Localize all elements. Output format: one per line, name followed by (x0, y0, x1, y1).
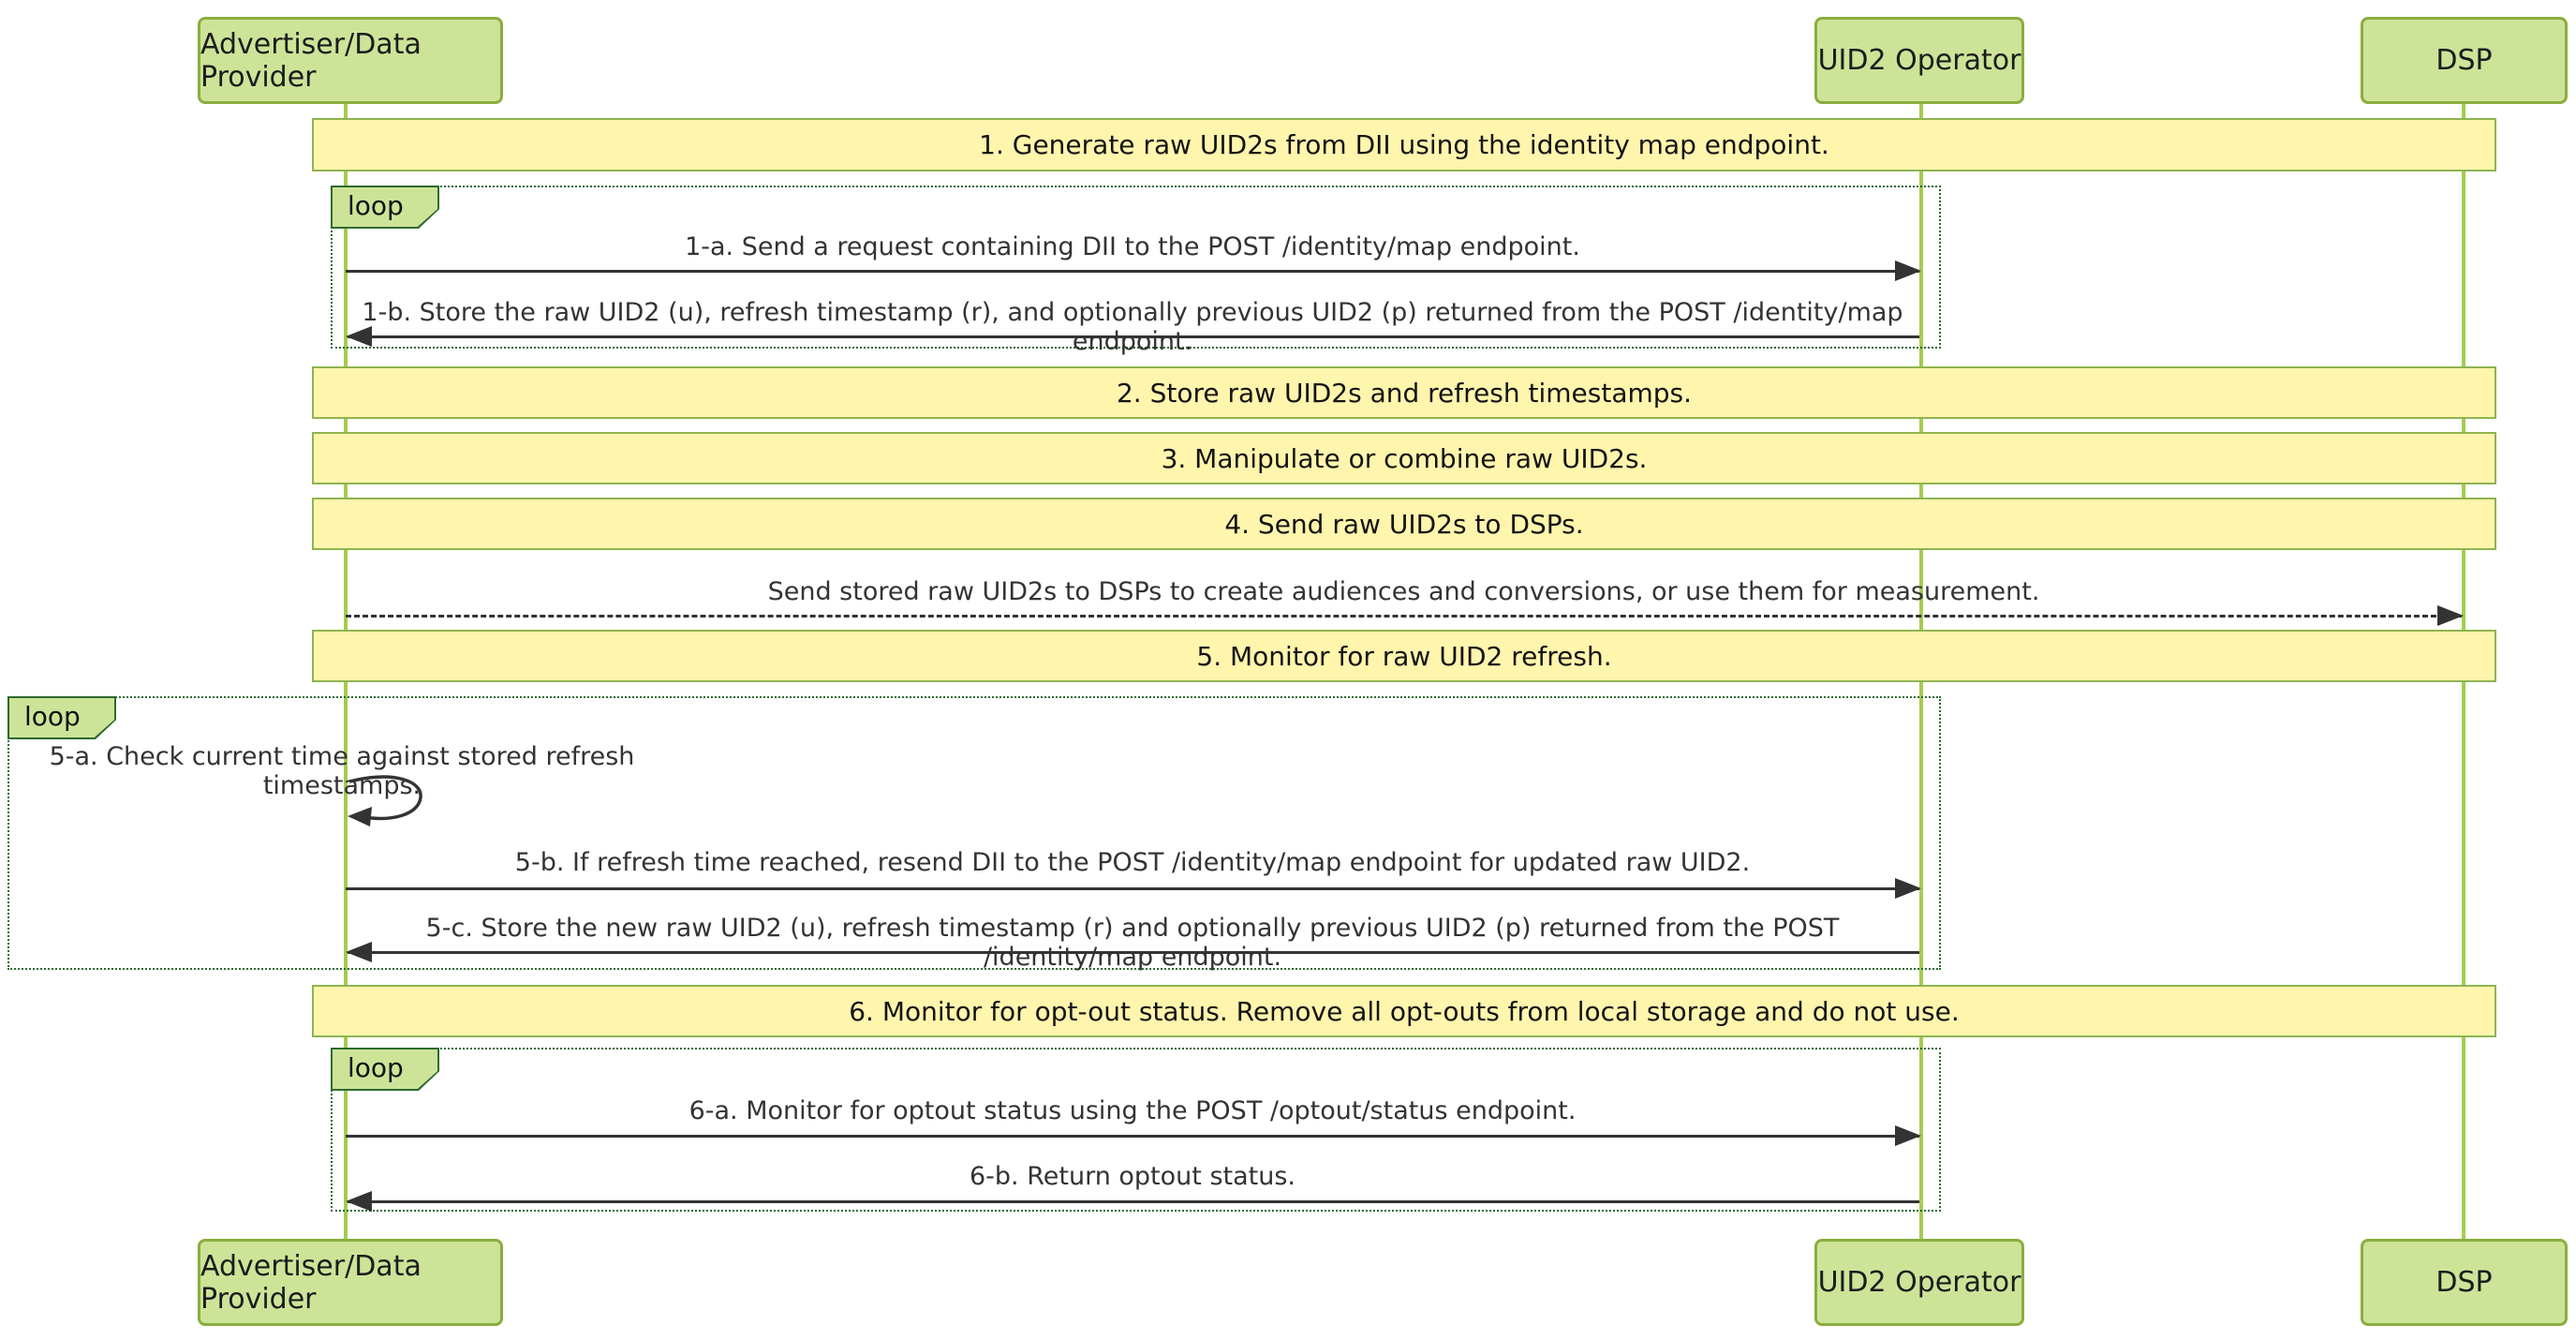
message-6b-text: 6-b. Return optout status. (970, 1162, 1295, 1191)
arrowhead-right-icon (1895, 878, 1921, 899)
note-text: 2. Store raw UID2s and refresh timestamp… (1116, 377, 1693, 409)
arrowhead-left-icon (346, 326, 372, 347)
message-5a-text: 5-a. Check current time against stored r… (49, 742, 635, 800)
loop-tag-label: loop (333, 1050, 437, 1089)
actor-uid2-operator-bottom: UID2 Operator (1814, 1239, 2024, 1326)
message-1a-text: 1-a. Send a request containing DII to th… (685, 232, 1580, 261)
loop-tag-label: loop (9, 698, 114, 737)
message-5b-arrow (346, 878, 1921, 899)
message-1b-arrow (346, 326, 1919, 347)
loop-frame-1: loop (331, 186, 1941, 349)
message-send-dsp-arrow (346, 605, 2464, 626)
loop-tag: loop (7, 696, 116, 739)
loop-tag: loop (331, 186, 439, 229)
arrowhead-right-icon (1895, 261, 1921, 281)
actor-uid2-operator-top: UID2 Operator (1814, 17, 2024, 104)
actor-dsp-bottom: DSP (2361, 1239, 2568, 1326)
actor-label: Advertiser/Data Provider (200, 27, 422, 94)
message-6b-arrow (346, 1191, 1919, 1212)
message-5c-text: 5-c. Store the new raw UID2 (u), refresh… (425, 914, 1840, 972)
actor-label: UID2 Operator (1817, 44, 2021, 77)
arrowhead-right-icon (1895, 1125, 1921, 1146)
actor-label: Advertiser/Data Provider (200, 1249, 422, 1316)
note-step1: 1. Generate raw UID2s from DII using the… (312, 118, 2496, 171)
actor-advertiser-top: Advertiser/Data Provider (198, 17, 503, 104)
note-text: 3. Manipulate or combine raw UID2s. (1161, 442, 1648, 474)
message-5c-arrow (346, 942, 1919, 962)
note-step3: 3. Manipulate or combine raw UID2s. (312, 432, 2496, 484)
arrowhead-right-icon (2437, 605, 2464, 626)
actor-label: DSP (2435, 44, 2493, 77)
loop-tag: loop (331, 1048, 439, 1091)
message-send-dsp-text: Send stored raw UID2s to DSPs to create … (767, 577, 2040, 606)
arrowhead-left-icon (346, 942, 372, 962)
loop-frame-3: loop (331, 1048, 1941, 1212)
message-5b-text: 5-b. If refresh time reached, resend DII… (514, 848, 1751, 877)
note-text: 4. Send raw UID2s to DSPs. (1224, 508, 1584, 540)
loop-tag-label: loop (333, 187, 437, 227)
actor-dsp-top: DSP (2361, 17, 2568, 104)
loop-frame-2: loop (7, 696, 1941, 970)
arrowhead-left-icon (346, 1191, 372, 1212)
self-loop-arrow (348, 775, 422, 826)
note-text: 1. Generate raw UID2s from DII using the… (979, 129, 1829, 160)
note-text: 5. Monitor for raw UID2 refresh. (1196, 640, 1612, 672)
note-step4: 4. Send raw UID2s to DSPs. (312, 498, 2496, 550)
note-step2: 2. Store raw UID2s and refresh timestamp… (312, 366, 2496, 419)
message-6a-arrow (346, 1125, 1921, 1146)
actor-label: UID2 Operator (1817, 1266, 2021, 1299)
note-step5: 5. Monitor for raw UID2 refresh. (312, 630, 2496, 682)
message-6a-text: 6-a. Monitor for optout status using the… (688, 1096, 1577, 1125)
actor-label: DSP (2435, 1266, 2493, 1299)
note-step6: 6. Monitor for opt-out status. Remove al… (312, 985, 2496, 1037)
actor-advertiser-bottom: Advertiser/Data Provider (198, 1239, 503, 1326)
message-1b-text: 1-b. Store the raw UID2 (u), refresh tim… (362, 298, 1903, 356)
note-text: 6. Monitor for opt-out status. Remove al… (849, 995, 1960, 1027)
message-1a-arrow (346, 261, 1921, 281)
